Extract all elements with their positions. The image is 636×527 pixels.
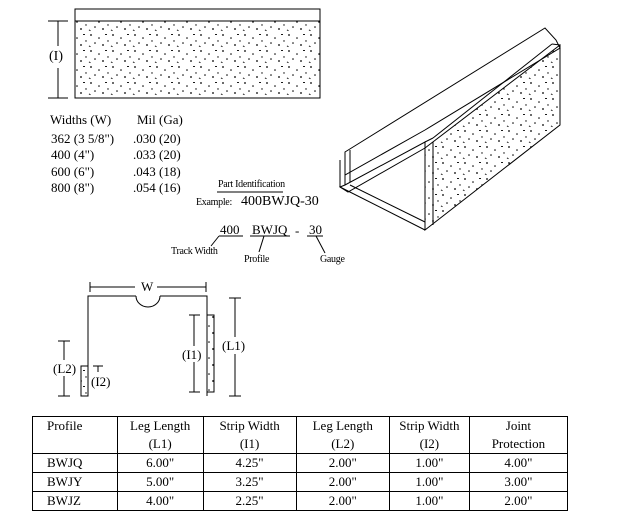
track-width-value: 400 [220,222,240,237]
table-cell: 2.00" [295,472,390,492]
table-header-row: (L1) (I1) (L2) (I2) Protection [32,435,569,454]
l1-label: (L1) [222,338,246,353]
l2-label: (L2) [53,361,77,376]
strip-elevation [48,8,321,99]
part-id-title: Part Identification [218,179,285,190]
table-cell: 2.00" [295,453,390,473]
column-subheader [32,435,118,454]
strip-width-label: (I) [49,49,63,64]
example-label: Example: [196,197,232,208]
table-cell: 4.25" [202,453,297,473]
table-header-row: Profile Leg Length Strip Width Leg Lengt… [32,416,569,435]
table-row: BWJQ 6.00" 4.25" 2.00" 1.00" 4.00" [32,453,569,473]
i2-label: (I2) [91,374,111,389]
isometric-track [338,27,561,232]
gauge-value: 30 [309,222,322,237]
column-subheader: (L1) [116,435,204,454]
profile-spec-table: Profile Leg Length Strip Width Leg Lengt… [32,416,569,511]
table-cell: 3.25" [202,472,297,492]
table-row: BWJZ 4.00" 2.25" 2.00" 1.00" 2.00" [32,491,569,511]
profile-cell: BWJY [32,472,118,492]
width-row: 400 (4") [51,147,95,162]
column-header: Leg Length [116,416,204,435]
table-cell: 2.00" [295,491,390,511]
profile-cross-section [58,282,241,397]
column-subheader: (I1) [202,435,297,454]
column-header: Strip Width [388,416,470,435]
table-cell: 5.00" [116,472,204,492]
table-cell: 2.25" [202,491,297,511]
profile-label: Profile [244,254,270,265]
table-cell: 6.00" [116,453,204,473]
w-label: W [141,279,154,294]
part-id-leaders [210,191,326,254]
table-cell: 2.00" [468,491,569,511]
widths-header: Widths (W) [50,112,112,127]
mil-row: .030 (20) [133,131,181,146]
gauge-label: Gauge [320,254,345,265]
table-row: BWJY 5.00" 3.25" 2.00" 1.00" 3.00" [32,472,569,492]
column-header: Leg Length [295,416,390,435]
column-subheader: (I2) [388,435,470,454]
width-row: 600 (6") [51,164,95,179]
profile-cell: BWJQ [32,453,118,473]
column-header: Joint [468,416,569,435]
mil-row: .054 (16) [133,180,181,195]
column-header: Strip Width [202,416,297,435]
profile-value: BWJQ [252,222,288,237]
width-row: 362 (3 5/8") [51,131,115,146]
mil-row: .043 (18) [133,164,181,179]
table-cell: 1.00" [388,491,470,511]
mil-header: Mil (Ga) [137,112,183,127]
column-header: Profile [32,416,118,435]
table-cell: 1.00" [388,453,470,473]
width-row: 800 (8") [51,180,95,195]
column-subheader: (L2) [295,435,390,454]
track-width-label: Track Width [171,246,218,257]
mil-row: .033 (20) [133,147,181,162]
dash: - [295,223,300,238]
profile-cell: BWJZ [32,491,118,511]
table-cell: 4.00" [468,453,569,473]
table-cell: 4.00" [116,491,204,511]
table-cell: 3.00" [468,472,569,492]
table-cell: 1.00" [388,472,470,492]
column-subheader: Protection [468,435,569,454]
example-value: 400BWJQ-30 [241,194,319,209]
i1-label: (I1) [182,347,202,362]
